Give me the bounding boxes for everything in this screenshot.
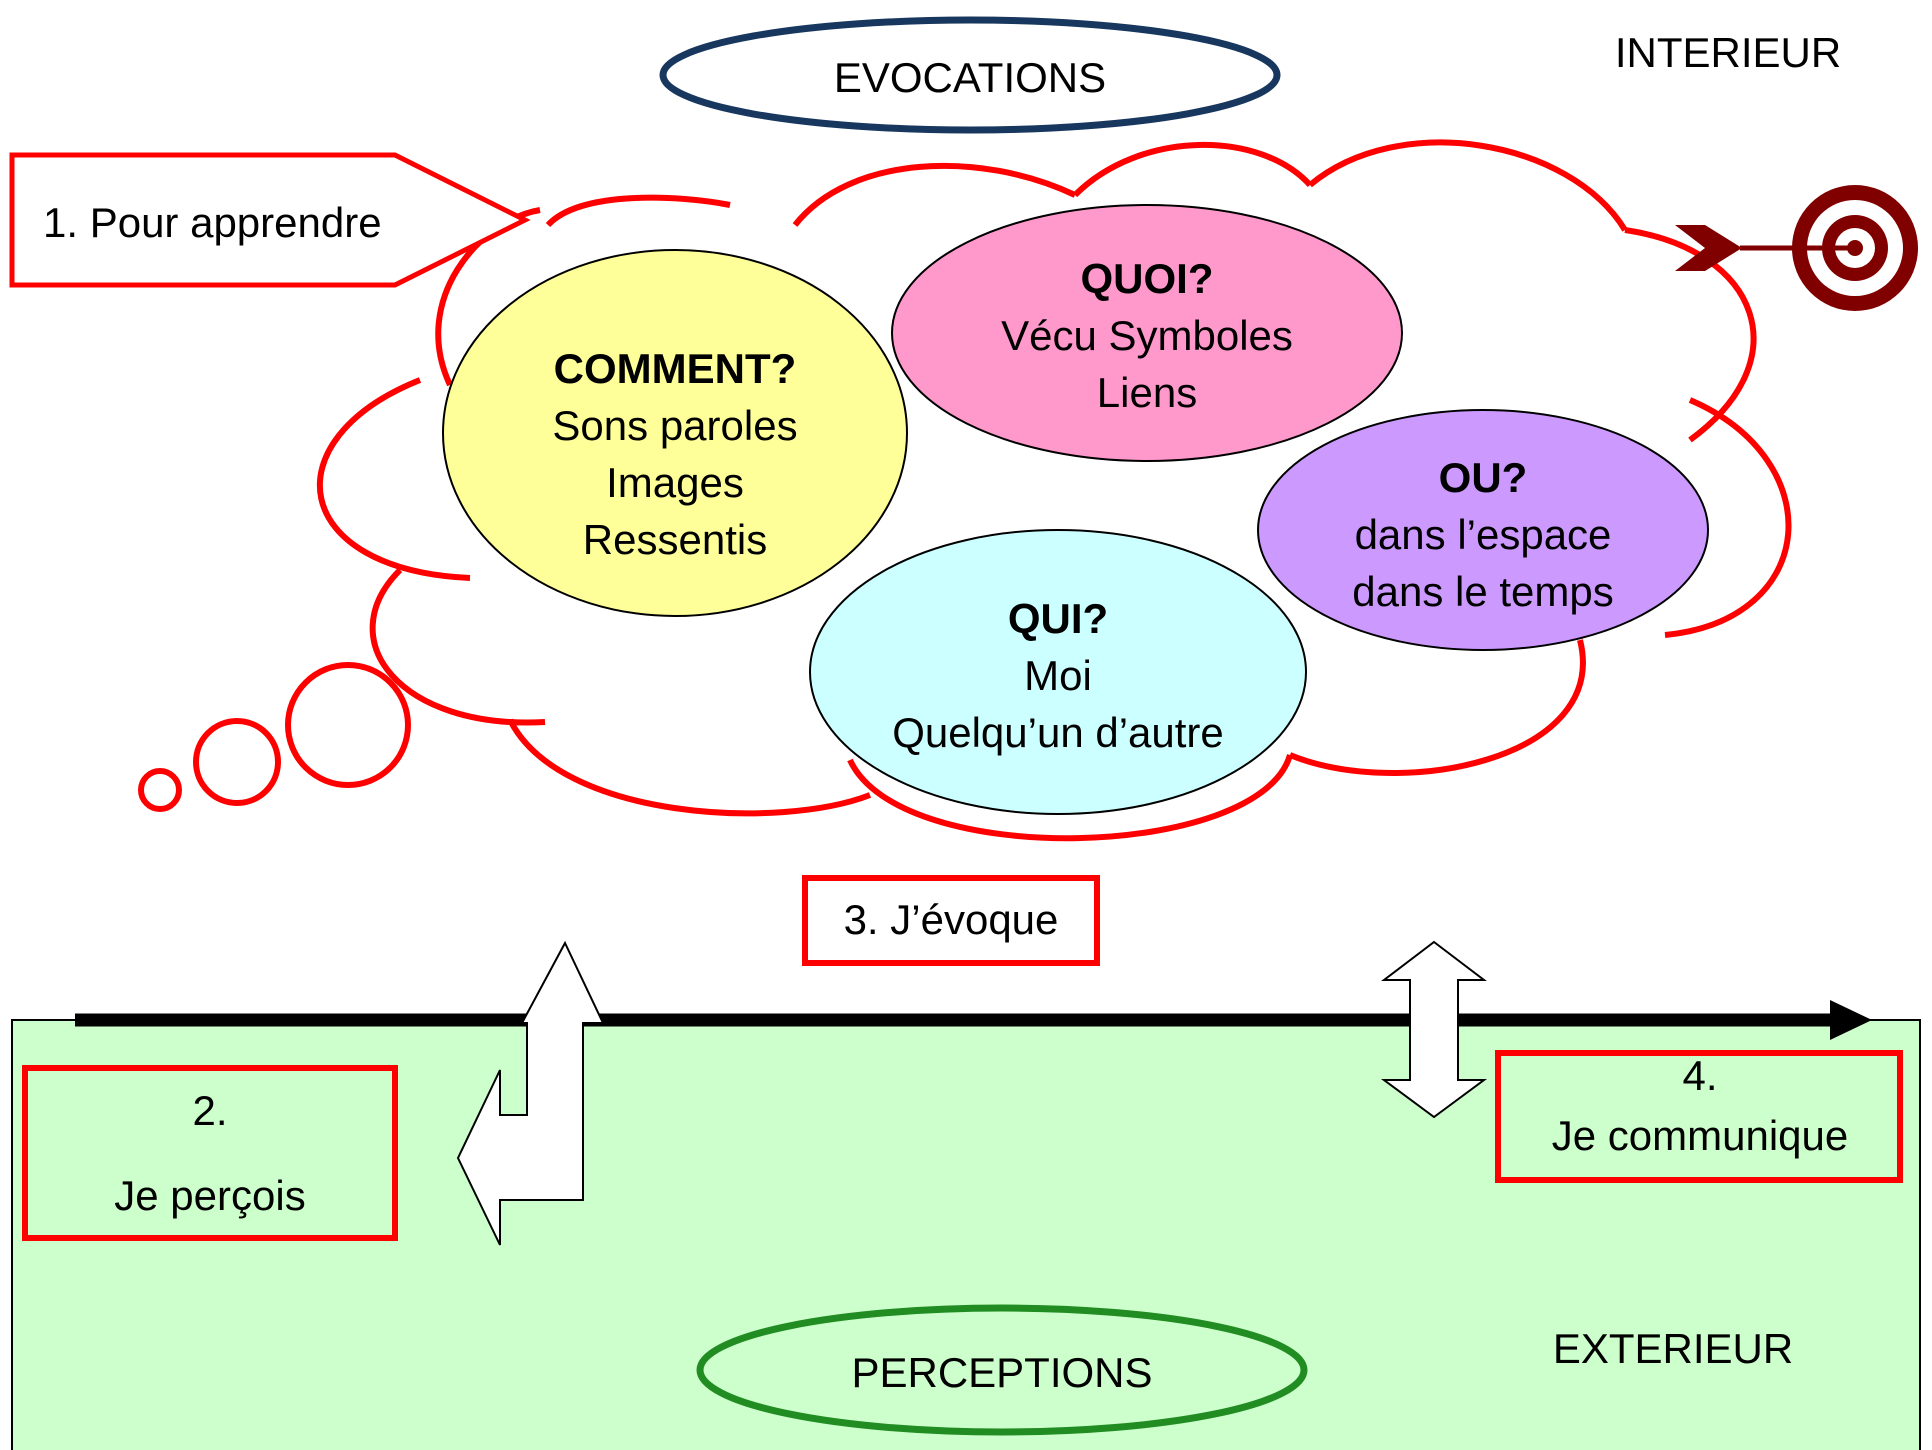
comment-title: COMMENT? <box>554 345 797 392</box>
qui-line1: Moi <box>1024 652 1092 699</box>
quoi-line1: Vécu Symboles <box>1001 312 1293 359</box>
evocations-text: EVOCATIONS <box>834 54 1106 101</box>
quoi-title: QUOI? <box>1081 255 1214 302</box>
comment-bubble: COMMENT? Sons paroles Images Ressentis <box>442 249 908 617</box>
thought-cloud <box>316 139 1792 842</box>
exterieur-text: EXTERIEUR <box>1553 1325 1793 1372</box>
ou-line1: dans l’espace <box>1355 511 1612 558</box>
step3-text: 3. J’évoque <box>844 896 1059 943</box>
ou-bubble: OU? dans l’espace dans le temps <box>1257 409 1709 651</box>
step4-box: 4. Je communique <box>1495 1050 1903 1183</box>
perceptions-text: PERCEPTIONS <box>851 1349 1152 1396</box>
comment-line2: Images <box>606 459 744 506</box>
bent-arrow <box>456 940 605 1246</box>
quoi-line2: Liens <box>1097 369 1197 416</box>
evocations-label: EVOCATIONS <box>659 16 1281 134</box>
step2-number: 2. <box>192 1087 227 1134</box>
step1-box: 1. Pour apprendre <box>9 152 531 288</box>
step2-box: 2. Je perçois <box>22 1065 398 1241</box>
qui-line2: Quelqu’un d’autre <box>892 709 1224 756</box>
step4-text: Je communique <box>1552 1112 1848 1159</box>
step4-number: 4. <box>1682 1052 1717 1099</box>
perceptions-label: PERCEPTIONS <box>696 1304 1308 1436</box>
quoi-bubble: QUOI? Vécu Symboles Liens <box>891 204 1403 462</box>
ou-title: OU? <box>1439 454 1528 501</box>
ou-line2: dans le temps <box>1352 568 1613 615</box>
step1-text: 1. Pour apprendre <box>43 199 382 246</box>
target-icon <box>1675 185 1918 311</box>
comment-line3: Ressentis <box>583 516 767 563</box>
comment-line1: Sons paroles <box>552 402 797 449</box>
thought-trail <box>138 662 411 812</box>
step2-text: Je perçois <box>114 1172 305 1219</box>
qui-bubble: QUI? Moi Quelqu’un d’autre <box>809 529 1307 815</box>
interieur-text: INTERIEUR <box>1615 29 1841 76</box>
qui-title: QUI? <box>1008 595 1108 642</box>
timeline-arrow <box>75 1000 1872 1040</box>
double-arrow <box>1380 940 1488 1119</box>
step3-box: 3. J’évoque <box>802 875 1100 966</box>
